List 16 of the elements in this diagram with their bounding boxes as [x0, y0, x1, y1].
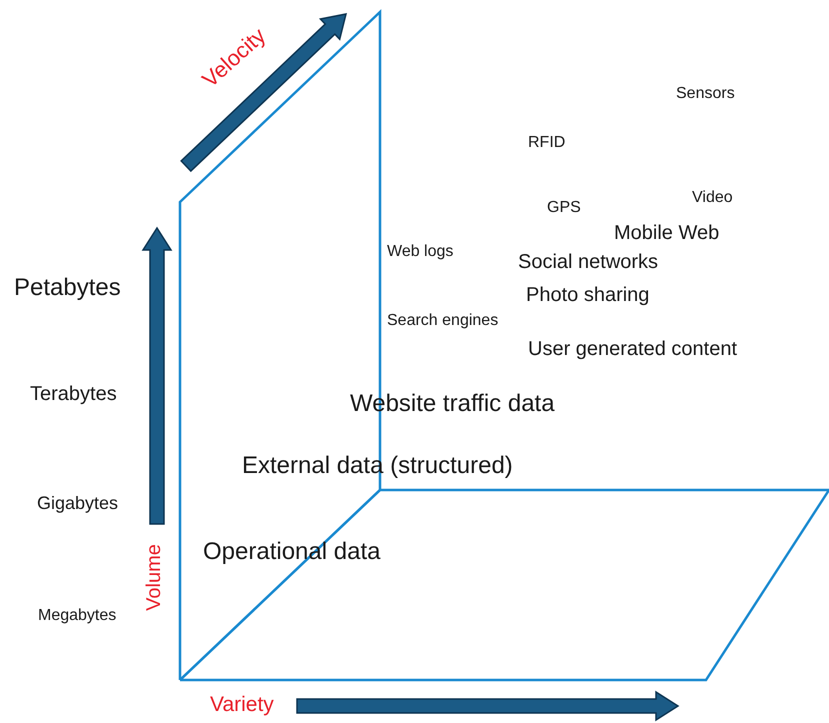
text-label: GPS	[547, 198, 581, 218]
text-label: Sensors	[676, 84, 735, 104]
text-label: Megabytes	[38, 606, 116, 626]
text-label: Mobile Web	[614, 221, 720, 246]
text-label: User generated content	[528, 337, 738, 362]
text-label: Gigabytes	[37, 492, 118, 514]
text-label: Petabytes	[14, 273, 121, 303]
axis-label: Variety	[210, 692, 274, 718]
axis-label: Volume	[142, 544, 166, 611]
text-label: Video	[692, 188, 733, 208]
text-label: Web logs	[387, 242, 454, 262]
text-label: Social networks	[518, 250, 658, 275]
text-label: Search engines	[387, 311, 498, 331]
text-label: Terabytes	[30, 382, 117, 407]
text-label: RFID	[528, 133, 566, 153]
text-label: Photo sharing	[526, 283, 650, 308]
